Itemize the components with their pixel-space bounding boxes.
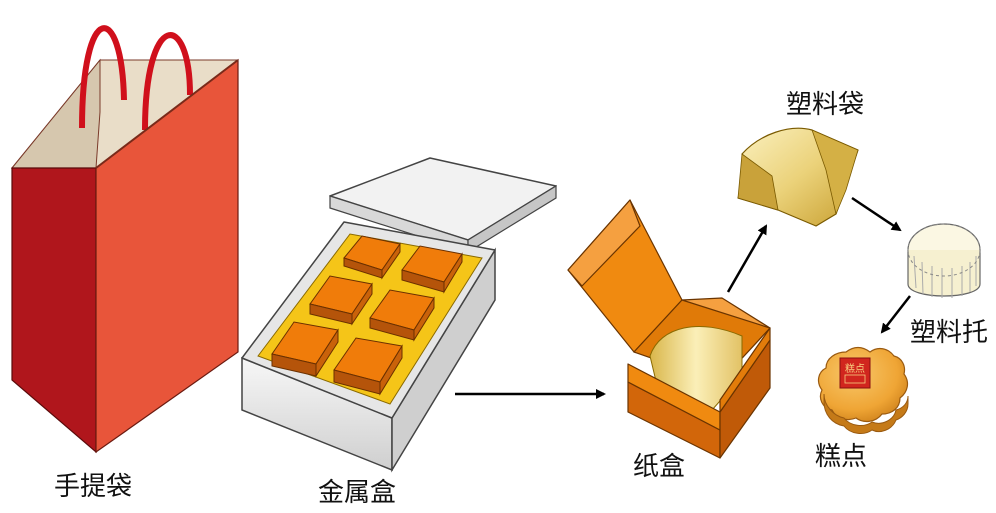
label-shopping-bag: 手提袋	[54, 472, 133, 502]
bag-side-panel	[11, 167, 97, 454]
arrow-tray-to-pastry	[880, 295, 911, 334]
label-paper-box: 纸盒	[633, 452, 686, 482]
bag-front-handle	[79, 25, 127, 129]
label-plastic-tray: 塑料托	[910, 318, 989, 348]
shopping-bag-illustration	[10, 25, 239, 454]
label-plastic-bag: 塑料袋	[786, 90, 865, 120]
tin-cakes	[271, 235, 463, 396]
pastry-stamp-text: 糕点	[845, 362, 865, 375]
label-pastry: 糕点	[815, 442, 868, 472]
arrow-bag-to-tray	[851, 196, 902, 232]
flow-arrows	[455, 196, 911, 399]
plastic-bag-illustration	[737, 127, 859, 227]
plastic-tray-illustration	[907, 223, 981, 298]
label-metal-box: 金属盒	[318, 478, 397, 508]
metal-box-illustration	[241, 157, 557, 473]
pastry-illustration: 糕点	[817, 346, 909, 434]
arrow-paper-to-plastic-bag	[726, 224, 768, 293]
bag-back-handle	[142, 32, 193, 131]
paper-box-illustration	[567, 199, 771, 459]
